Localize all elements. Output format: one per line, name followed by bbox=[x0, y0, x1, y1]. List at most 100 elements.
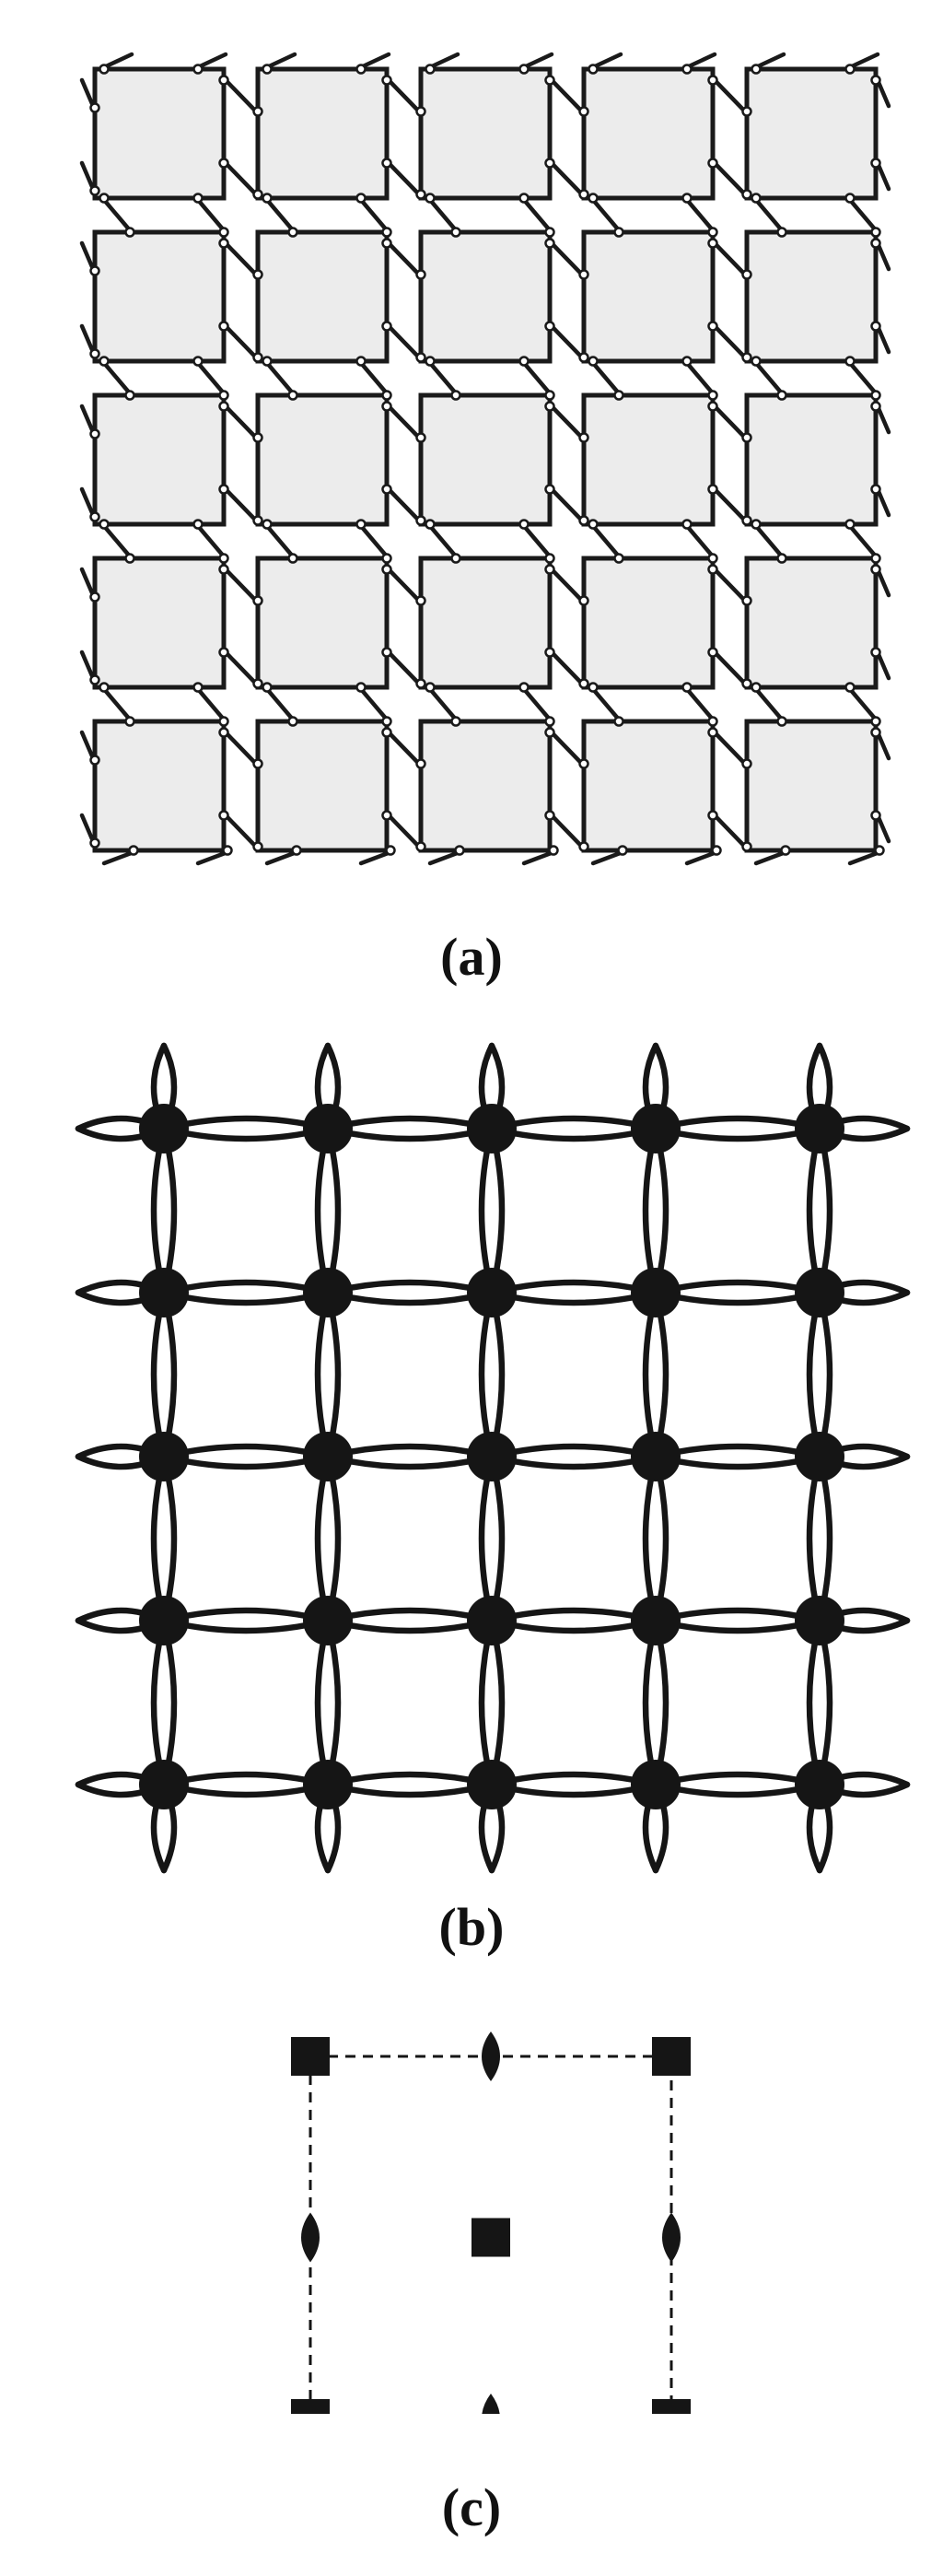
hinge-joint bbox=[544, 727, 555, 738]
hinge-link bbox=[427, 360, 459, 396]
hinge-joint bbox=[262, 64, 273, 75]
hinge-joint bbox=[381, 401, 392, 412]
hinge-joint bbox=[381, 321, 392, 332]
hinge-link bbox=[549, 160, 585, 197]
hinge-joint bbox=[681, 519, 693, 530]
hinge-link bbox=[684, 849, 719, 866]
hinge-joint bbox=[415, 515, 426, 526]
hinge-joint bbox=[287, 390, 298, 401]
hinge-link bbox=[712, 240, 748, 277]
hinge-joint bbox=[355, 356, 367, 367]
hinge-link bbox=[875, 77, 891, 109]
hinge-joint bbox=[870, 390, 881, 401]
hinge-joint bbox=[578, 106, 589, 117]
hinge-link bbox=[590, 52, 623, 70]
hinge-joint bbox=[124, 716, 135, 727]
hinge-joint bbox=[287, 716, 298, 727]
hinge-link bbox=[79, 323, 96, 355]
unit-cell-diagram bbox=[291, 2032, 691, 2414]
hinge-link bbox=[223, 323, 259, 360]
hinge-joint bbox=[218, 75, 229, 86]
hinge-joint bbox=[776, 716, 787, 727]
hinge-link bbox=[875, 240, 891, 272]
hinge-joint bbox=[578, 352, 589, 363]
network-node bbox=[303, 1432, 353, 1481]
hinge-link bbox=[79, 813, 96, 844]
hinge-joint bbox=[776, 390, 787, 401]
hinge-link bbox=[427, 523, 459, 559]
hinge-link bbox=[79, 486, 96, 518]
hinge-joint bbox=[578, 841, 589, 852]
rotating-square bbox=[92, 392, 227, 527]
hinge-link bbox=[712, 404, 748, 440]
network-node bbox=[631, 1760, 681, 1809]
rotating-square bbox=[581, 66, 716, 201]
hinge-link bbox=[684, 686, 716, 722]
hinge-joint bbox=[218, 390, 229, 401]
hinge-link bbox=[101, 849, 136, 866]
panel-b-label: (b) bbox=[438, 1897, 505, 1957]
hinge-joint bbox=[218, 553, 229, 564]
hinge-link bbox=[427, 686, 459, 722]
hinge-joint bbox=[355, 682, 367, 693]
hinge-joint bbox=[381, 227, 392, 238]
hinge-link bbox=[549, 730, 585, 767]
hinge-joint bbox=[544, 716, 555, 727]
rotating-square bbox=[581, 392, 716, 527]
hinge-joint bbox=[544, 390, 555, 401]
hinge-link bbox=[753, 686, 785, 722]
hinge-link bbox=[753, 523, 785, 559]
hinge-joint bbox=[870, 810, 881, 821]
hinge-joint bbox=[741, 106, 752, 117]
hinge-link bbox=[386, 730, 422, 767]
hinge-joint bbox=[218, 227, 229, 238]
hinge-joint bbox=[844, 193, 856, 204]
hinge-link bbox=[875, 567, 891, 598]
hinge-joint bbox=[252, 352, 263, 363]
hinge-joint bbox=[425, 519, 436, 530]
hinge-joint bbox=[707, 238, 718, 249]
hinge-joint bbox=[844, 356, 856, 367]
hinge-joint bbox=[707, 810, 718, 821]
hinge-joint bbox=[262, 356, 273, 367]
hinge-joint bbox=[588, 193, 599, 204]
rotating-square bbox=[418, 392, 553, 527]
hinge-joint bbox=[425, 682, 436, 693]
hinge-link bbox=[712, 77, 748, 114]
hinge-joint bbox=[613, 553, 624, 564]
hinge-joint bbox=[741, 352, 752, 363]
hinge-joint bbox=[844, 682, 856, 693]
hinge-link bbox=[101, 360, 133, 396]
hinge-link bbox=[79, 404, 96, 435]
hinge-link bbox=[195, 849, 230, 866]
hinge-joint bbox=[128, 845, 139, 856]
hinge-joint bbox=[89, 428, 100, 439]
hinge-joint bbox=[613, 716, 624, 727]
rotating-square bbox=[418, 556, 553, 690]
hinge-link bbox=[875, 160, 891, 192]
diamond-symbol bbox=[482, 2394, 500, 2414]
hinge-joint bbox=[252, 515, 263, 526]
hinge-joint bbox=[874, 845, 885, 856]
hinge-joint bbox=[192, 193, 204, 204]
hinge-joint bbox=[381, 716, 392, 727]
hinge-joint bbox=[707, 390, 718, 401]
hinge-joint bbox=[385, 845, 396, 856]
hinge-joint bbox=[381, 238, 392, 249]
hinge-joint bbox=[751, 682, 762, 693]
network-node bbox=[795, 1104, 844, 1153]
hinge-joint bbox=[415, 189, 426, 200]
square-symbol bbox=[472, 2218, 510, 2257]
rotating-square bbox=[418, 66, 553, 201]
hinge-joint bbox=[544, 321, 555, 332]
hinge-joint bbox=[741, 189, 752, 200]
hinge-joint bbox=[870, 158, 881, 169]
hinge-link bbox=[79, 77, 96, 109]
hinge-joint bbox=[262, 519, 273, 530]
hinge-link bbox=[223, 650, 259, 686]
hinge-joint bbox=[218, 238, 229, 249]
hinge-joint bbox=[252, 595, 263, 606]
hinge-joint bbox=[707, 647, 718, 658]
network-node bbox=[303, 1760, 353, 1809]
hinge-joint bbox=[415, 758, 426, 769]
